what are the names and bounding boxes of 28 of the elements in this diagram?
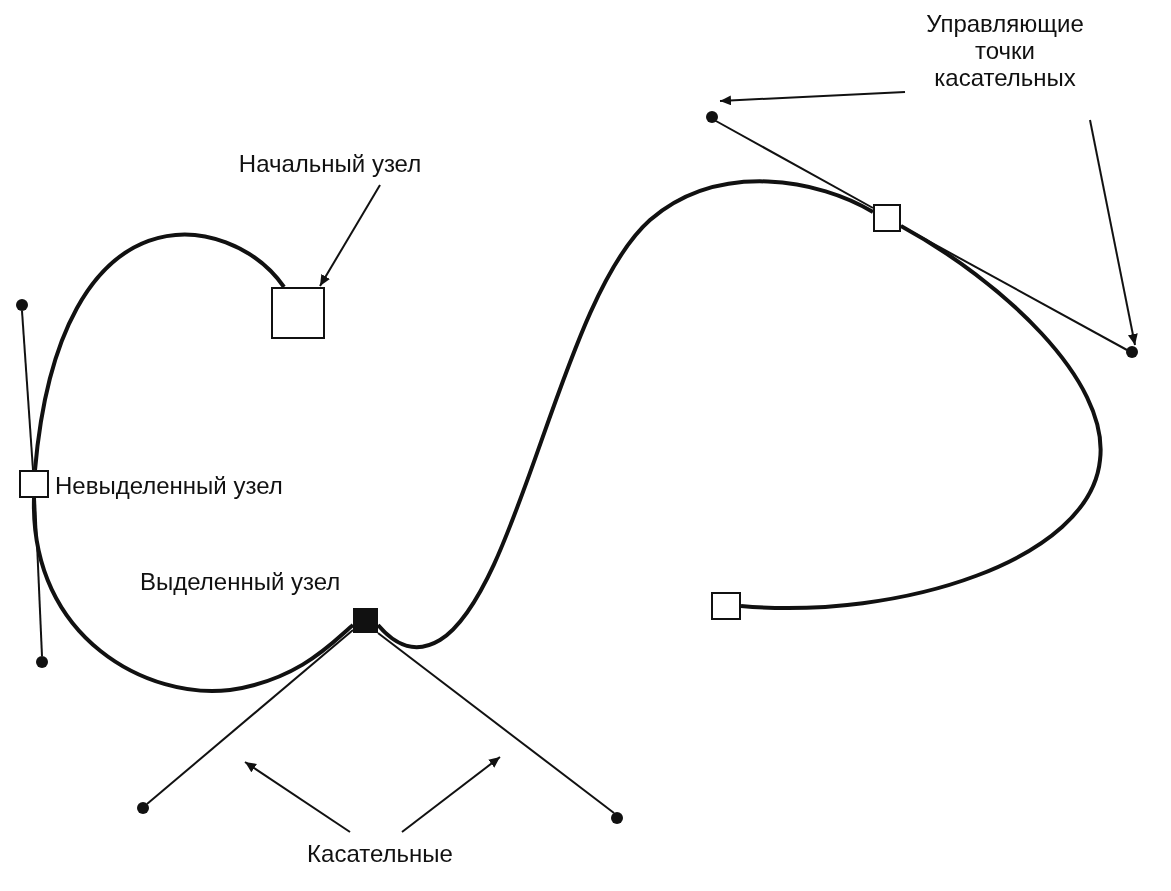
curve-segment bbox=[32, 497, 355, 694]
tangent-line bbox=[21, 310, 34, 471]
tangent-line bbox=[34, 497, 43, 657]
curve-segment bbox=[33, 233, 286, 471]
control-point bbox=[1126, 346, 1138, 358]
tangent-line bbox=[377, 632, 615, 814]
node-square bbox=[711, 592, 741, 620]
control-point bbox=[706, 111, 718, 123]
tangent-line bbox=[715, 120, 874, 209]
control-point bbox=[611, 812, 623, 824]
leader-line bbox=[319, 184, 381, 287]
callout-label: Управляющие точки касательных bbox=[905, 10, 1105, 94]
tangent-line bbox=[146, 629, 354, 805]
callout-label: Начальный узел bbox=[220, 150, 440, 182]
node-square bbox=[873, 204, 901, 232]
control-point bbox=[16, 299, 28, 311]
curve-segment bbox=[740, 224, 1103, 610]
node-label: Выделенный узел bbox=[140, 568, 341, 595]
leader-line bbox=[1089, 119, 1138, 346]
leader-line bbox=[401, 756, 501, 833]
leader-line bbox=[719, 91, 906, 106]
callout-label: Касательные bbox=[280, 840, 480, 872]
node-square bbox=[271, 287, 325, 339]
node-label: Невыделенный узел bbox=[55, 472, 283, 499]
control-point bbox=[137, 802, 149, 814]
control-point bbox=[36, 656, 48, 668]
leader-line bbox=[244, 761, 351, 833]
tangent-line bbox=[900, 225, 1128, 351]
